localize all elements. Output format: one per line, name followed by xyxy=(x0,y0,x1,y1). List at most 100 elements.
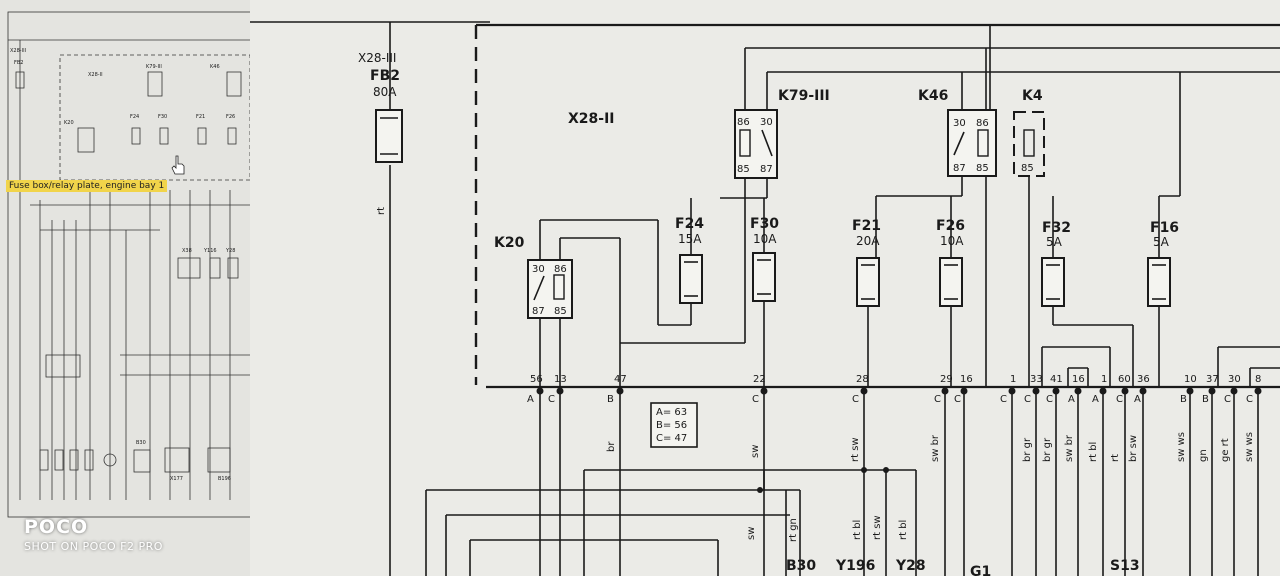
legend-entry: B= 56 xyxy=(656,420,687,431)
relay-pin-label: 86 xyxy=(976,118,989,129)
wiring-diagram: X28-III FB2 80A rt X28-II 86 30 85 87 K7… xyxy=(250,21,1280,576)
pin-number: 28 xyxy=(856,374,869,385)
fuse-f16-rating: 5A xyxy=(1153,235,1170,249)
overview-label: K46 xyxy=(210,64,220,70)
pin-letter: A xyxy=(1068,394,1075,405)
bottom-component-labels: B30 Y196 Y28 G1 S13 xyxy=(786,558,1140,576)
wire-color-label: sw br xyxy=(1064,434,1075,462)
wire-color-label: rt bl xyxy=(852,520,863,540)
wire-color-label: rt bl xyxy=(1088,442,1099,462)
relay-k20[interactable]: 30 86 87 85 xyxy=(527,259,573,319)
relay-pin-label: 30 xyxy=(953,118,966,129)
component-g1-label: G1 xyxy=(970,564,991,576)
pin-letter: B xyxy=(1202,394,1209,405)
component-b30-label: B30 xyxy=(786,558,816,574)
fuse-f32[interactable] xyxy=(1041,257,1065,307)
fuse-f21[interactable] xyxy=(856,257,880,307)
relay-k79-iii[interactable]: 86 30 85 87 xyxy=(734,109,778,179)
wire-color-label: sw ws xyxy=(1244,432,1255,462)
pin-number: 56 xyxy=(530,374,543,385)
overview-label: FB2 xyxy=(14,60,24,66)
wire-color-label: ge rt xyxy=(1220,438,1231,462)
wire-color-label: sw xyxy=(750,445,761,458)
relay-pin-label: 86 xyxy=(737,117,750,128)
wire-color-label: rt xyxy=(1110,454,1121,462)
overview-diagram: X28-II X28-III FB2 K79-III K46 K20 F24 F… xyxy=(7,11,271,518)
relay-pin-label: 30 xyxy=(760,117,773,128)
overview-label: B196 xyxy=(218,476,231,482)
legend-entry: C= 47 xyxy=(656,433,687,444)
pin-number: 37 xyxy=(1206,374,1219,385)
overview-panel[interactable]: X28-II X28-III FB2 K79-III K46 K20 F24 F… xyxy=(0,0,282,576)
pin-letter: A xyxy=(1092,394,1099,405)
wire-color-label: br xyxy=(606,441,617,452)
pin-letter-labels: A C B C C C C C C C A A C A B B C C xyxy=(527,394,1253,405)
relay-k4-label: K4 xyxy=(1022,88,1043,104)
fuse-f26-rating: 10A xyxy=(940,234,964,248)
pin-number: 8 xyxy=(1255,374,1261,385)
fuse-fb2-label: FB2 xyxy=(370,68,400,84)
pin-letter: C xyxy=(934,394,941,405)
fuse-fb2[interactable] xyxy=(375,109,403,163)
overview-label: B30 xyxy=(136,440,146,446)
overview-label: X28-II xyxy=(88,72,103,78)
fuse-f21-label: F21 xyxy=(852,218,881,234)
fuse-f24[interactable] xyxy=(679,254,703,304)
wire-color-label: br gr xyxy=(1022,437,1033,462)
relay-k79-iii-label: K79-III xyxy=(778,88,830,104)
wire-color-label: gn xyxy=(1198,449,1209,462)
pin-column xyxy=(539,387,1259,576)
pin-number: 22 xyxy=(753,374,766,385)
relay-k20-label: K20 xyxy=(494,235,525,251)
overview-label: F24 xyxy=(130,114,139,120)
relay-k46-label: K46 xyxy=(918,88,948,104)
camera-watermark: POCO SHOT ON POCO F2 PRO xyxy=(24,516,163,553)
pin-number: 10 xyxy=(1184,374,1197,385)
pin-number: 33 xyxy=(1030,374,1043,385)
overview-label: F21 xyxy=(196,114,205,120)
hand-cursor-icon xyxy=(171,155,185,175)
pin-number: 30 xyxy=(1228,374,1241,385)
overview-label: K20 xyxy=(64,120,74,126)
connector-x28-ii-label: X28-II xyxy=(568,111,615,127)
main-diagram-panel[interactable]: X28-III FB2 80A rt X28-II 86 30 85 87 K7… xyxy=(250,0,1280,576)
wire-color-labels: br sw sw rt gn rt sw rt bl rt sw rt bl s… xyxy=(606,432,1255,542)
connector-pins xyxy=(536,387,1262,395)
relay-pin-label: 85 xyxy=(737,164,750,175)
fuse-f32-rating: 5A xyxy=(1046,235,1063,249)
pin-number: 60 xyxy=(1118,374,1131,385)
overview-label: X28-III xyxy=(10,48,26,54)
pin-letter: C xyxy=(954,394,961,405)
relay-pin-label: 86 xyxy=(554,264,567,275)
relay-pin-label: 85 xyxy=(1021,163,1034,174)
pin-number: 36 xyxy=(1137,374,1150,385)
fuse-f30-rating: 10A xyxy=(753,232,777,246)
pin-number: 1 xyxy=(1101,374,1107,385)
fuse-f30[interactable] xyxy=(752,252,776,302)
relay-pin-label: 85 xyxy=(976,163,989,174)
pin-letter: B xyxy=(1180,394,1187,405)
fuse-f16[interactable] xyxy=(1147,257,1171,307)
pin-letter: B xyxy=(607,394,614,405)
fuse-f21-rating: 20A xyxy=(856,234,880,248)
component-y28-label: Y28 xyxy=(895,558,926,574)
pin-number: 13 xyxy=(554,374,567,385)
wire-color-label: rt gn xyxy=(788,518,799,542)
pin-letter: A xyxy=(1134,394,1141,405)
relay-k4[interactable]: 85 xyxy=(1013,111,1045,177)
relay-pin-label: 85 xyxy=(554,306,567,317)
pin-number: 16 xyxy=(1072,374,1085,385)
relay-k46[interactable]: 30 86 87 85 xyxy=(947,109,997,177)
wire-color-label: rt sw xyxy=(850,437,861,462)
pin-letter: C xyxy=(1116,394,1123,405)
fuse-f24-label: F24 xyxy=(675,216,704,232)
overview-relay-k46 xyxy=(226,71,242,97)
wire-color-label: br gr xyxy=(1042,437,1053,462)
overview-label: F30 xyxy=(158,114,167,120)
pin-letter: C xyxy=(1000,394,1007,405)
component-s13-label: S13 xyxy=(1110,558,1140,574)
fuse-f26[interactable] xyxy=(939,257,963,307)
overview-label: X177 xyxy=(170,476,183,482)
relay-pin-label: 87 xyxy=(953,163,966,174)
wire-color-label: rt bl xyxy=(898,520,909,540)
